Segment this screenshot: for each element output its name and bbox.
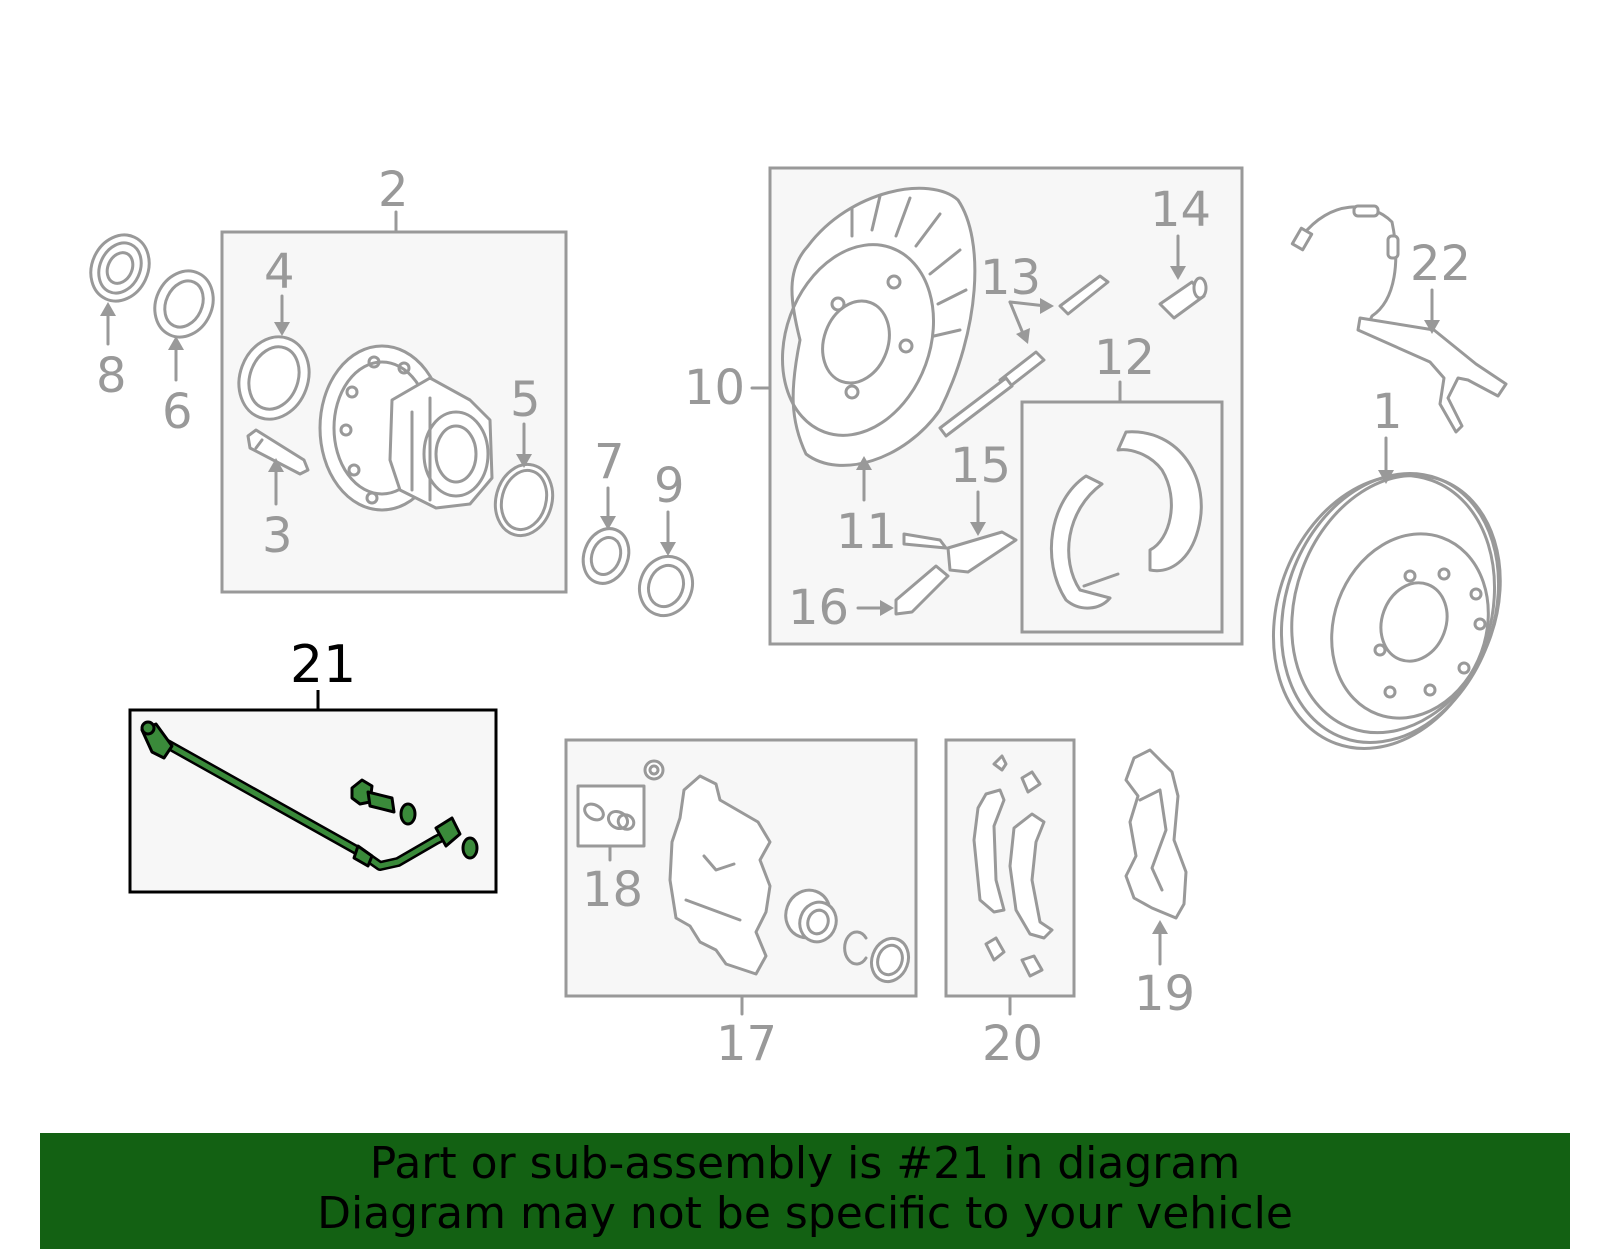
part-label-9[interactable]: 9	[654, 458, 685, 514]
arrow-head-icon	[1016, 328, 1030, 344]
arrow-head-icon	[168, 336, 184, 350]
info-banner: Part or sub-assembly is #21 in diagram D…	[40, 1133, 1570, 1249]
arrow-head-icon	[274, 322, 290, 336]
spring-13-part[interactable]	[938, 274, 1110, 438]
part-label-11[interactable]: 11	[836, 504, 897, 560]
arrow-head-icon	[1424, 320, 1440, 334]
part-label-16[interactable]: 16	[788, 580, 849, 636]
part-label-10[interactable]: 10	[684, 360, 745, 416]
brake-pad-20-part[interactable]	[972, 754, 1054, 978]
hub-assembly-group: 2 4 3	[220, 162, 568, 594]
part-label-2[interactable]: 2	[378, 162, 409, 218]
brake-shoe-12-part[interactable]	[1049, 430, 1203, 610]
wheel-stud-3-part[interactable]	[246, 428, 310, 476]
arrow-head-icon	[1040, 298, 1054, 314]
arrow-head-icon	[970, 522, 986, 536]
arrow-head-icon	[268, 458, 284, 472]
brake-hose-21-part[interactable]	[140, 720, 479, 871]
seal-part[interactable]	[843, 930, 868, 966]
part-label-1[interactable]: 1	[1372, 384, 1403, 440]
piston-part[interactable]	[779, 884, 842, 947]
part-label-19[interactable]: 19	[1134, 966, 1195, 1022]
part-label-13[interactable]: 13	[980, 250, 1041, 306]
arrow-head-icon	[880, 600, 894, 616]
wheel-hub-part[interactable]	[318, 344, 494, 512]
bearing-9-part[interactable]	[631, 549, 700, 623]
caliper-bracket-19-part[interactable]	[1124, 748, 1188, 920]
banner-line-1: Part or sub-assembly is #21 in diagram	[369, 1138, 1241, 1189]
caliper-17-part[interactable]	[643, 759, 772, 976]
part-label-21[interactable]: 21	[290, 635, 356, 695]
part-label-7[interactable]: 7	[594, 434, 625, 490]
part-label-12[interactable]: 12	[1094, 330, 1155, 386]
spring-16-part[interactable]	[894, 564, 950, 616]
part-label-15[interactable]: 15	[950, 438, 1011, 494]
bearing-8-part[interactable]	[80, 225, 159, 310]
boot-part[interactable]	[866, 933, 915, 987]
brake-rotor-1-part[interactable]	[1237, 443, 1536, 780]
brake-hose-group: 21	[128, 635, 498, 894]
part-label-8[interactable]: 8	[96, 348, 127, 404]
arrow-head-icon	[516, 454, 532, 468]
guide-pin-18-part[interactable]	[582, 801, 637, 832]
bearing-7-part[interactable]	[576, 522, 636, 590]
banner-line-2: Diagram may not be specific to your vehi…	[317, 1188, 1293, 1239]
arrow-head-icon	[100, 302, 116, 316]
part-label-22[interactable]: 22	[1410, 236, 1471, 292]
part-label-6[interactable]: 6	[162, 384, 193, 440]
hold-down-15-part[interactable]	[902, 530, 1018, 574]
backing-plate-group: 10 11 13	[684, 166, 1244, 646]
brake-pads-group: 20	[944, 738, 1076, 1072]
part-label-5[interactable]: 5	[510, 372, 541, 428]
adjuster-14-part[interactable]	[1158, 276, 1208, 320]
arrow-head-icon	[1378, 470, 1394, 484]
seal-4-part[interactable]	[228, 327, 321, 429]
caliper-group: 17 18	[564, 738, 918, 1072]
arrow-head-icon	[856, 456, 872, 470]
arrow-head-icon	[1152, 920, 1168, 934]
part-label-20[interactable]: 20	[982, 1016, 1043, 1072]
part-label-14[interactable]: 14	[1150, 182, 1211, 238]
part-label-17[interactable]: 17	[716, 1016, 777, 1072]
part-label-18[interactable]: 18	[582, 862, 643, 918]
arrow-head-icon	[1170, 266, 1186, 280]
arrow-head-icon	[600, 516, 616, 530]
dust-shield-11-part[interactable]	[757, 186, 977, 467]
snap-ring-5-part[interactable]	[488, 458, 561, 542]
bearing-6-part[interactable]	[144, 261, 223, 346]
arrow-head-icon	[660, 542, 676, 556]
part-label-4[interactable]: 4	[264, 244, 295, 300]
abs-sensor-22-part[interactable]	[1290, 204, 1508, 434]
brake-hose-box	[128, 708, 498, 894]
part-label-3[interactable]: 3	[262, 508, 293, 564]
